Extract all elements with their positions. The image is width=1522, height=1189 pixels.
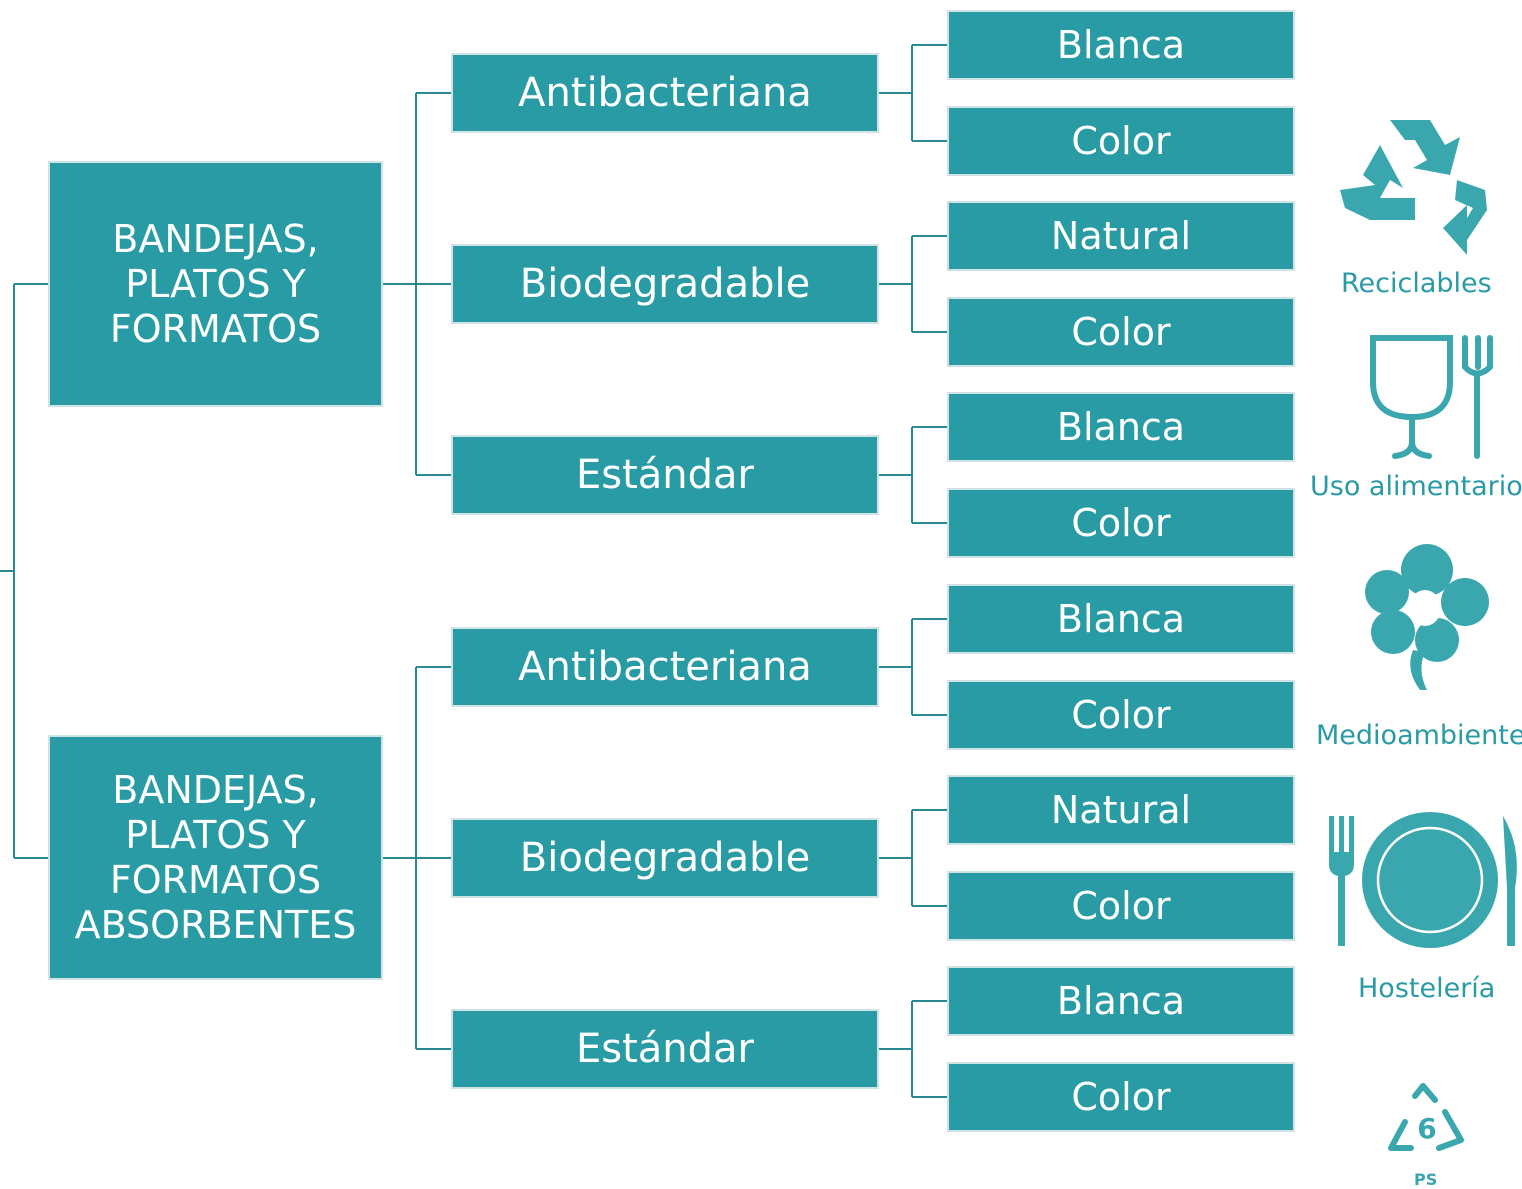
feature-label: Reciclables [1341, 268, 1492, 299]
variant-box: Color [947, 106, 1295, 176]
group-title: BANDEJAS, PLATOS Y FORMATOS [109, 216, 322, 351]
flower-icon [1365, 540, 1490, 695]
group-box: BANDEJAS, PLATOS Y FORMATOS ABSORBENTES [48, 735, 383, 980]
ps6-recycling-icon: 6 PS [1383, 1082, 1471, 1189]
type-box: Antibacteriana [451, 53, 879, 133]
food-safe-icon [1365, 332, 1500, 462]
group-title: BANDEJAS, PLATOS Y FORMATOS ABSORBENTES [74, 767, 357, 947]
variant-box: Blanca [947, 966, 1295, 1036]
variant-box: Natural [947, 201, 1295, 271]
variant-box: Blanca [947, 392, 1295, 462]
variant-box: Color [947, 297, 1295, 367]
feature-label: Medioambiente [1316, 720, 1522, 751]
type-box: Biodegradable [451, 818, 879, 898]
variant-box: Color [947, 871, 1295, 941]
feature-label: Uso alimentario [1310, 471, 1522, 502]
group-box: BANDEJAS, PLATOS Y FORMATOS [48, 161, 383, 407]
variant-box: Natural [947, 775, 1295, 845]
variant-box: Color [947, 488, 1295, 558]
ps-label: PS [1414, 1170, 1438, 1189]
type-box: Estándar [451, 1009, 879, 1089]
recycle-icon [1335, 110, 1495, 260]
variant-box: Blanca [947, 584, 1295, 654]
svg-text:6: 6 [1417, 1112, 1436, 1145]
variant-box: Color [947, 1062, 1295, 1132]
feature-label: Hostelería [1358, 973, 1496, 1004]
plate-cutlery-icon [1325, 808, 1522, 958]
type-box: Biodegradable [451, 244, 879, 324]
variant-box: Color [947, 680, 1295, 750]
variant-box: Blanca [947, 10, 1295, 80]
type-box: Estándar [451, 435, 879, 515]
type-box: Antibacteriana [451, 627, 879, 707]
